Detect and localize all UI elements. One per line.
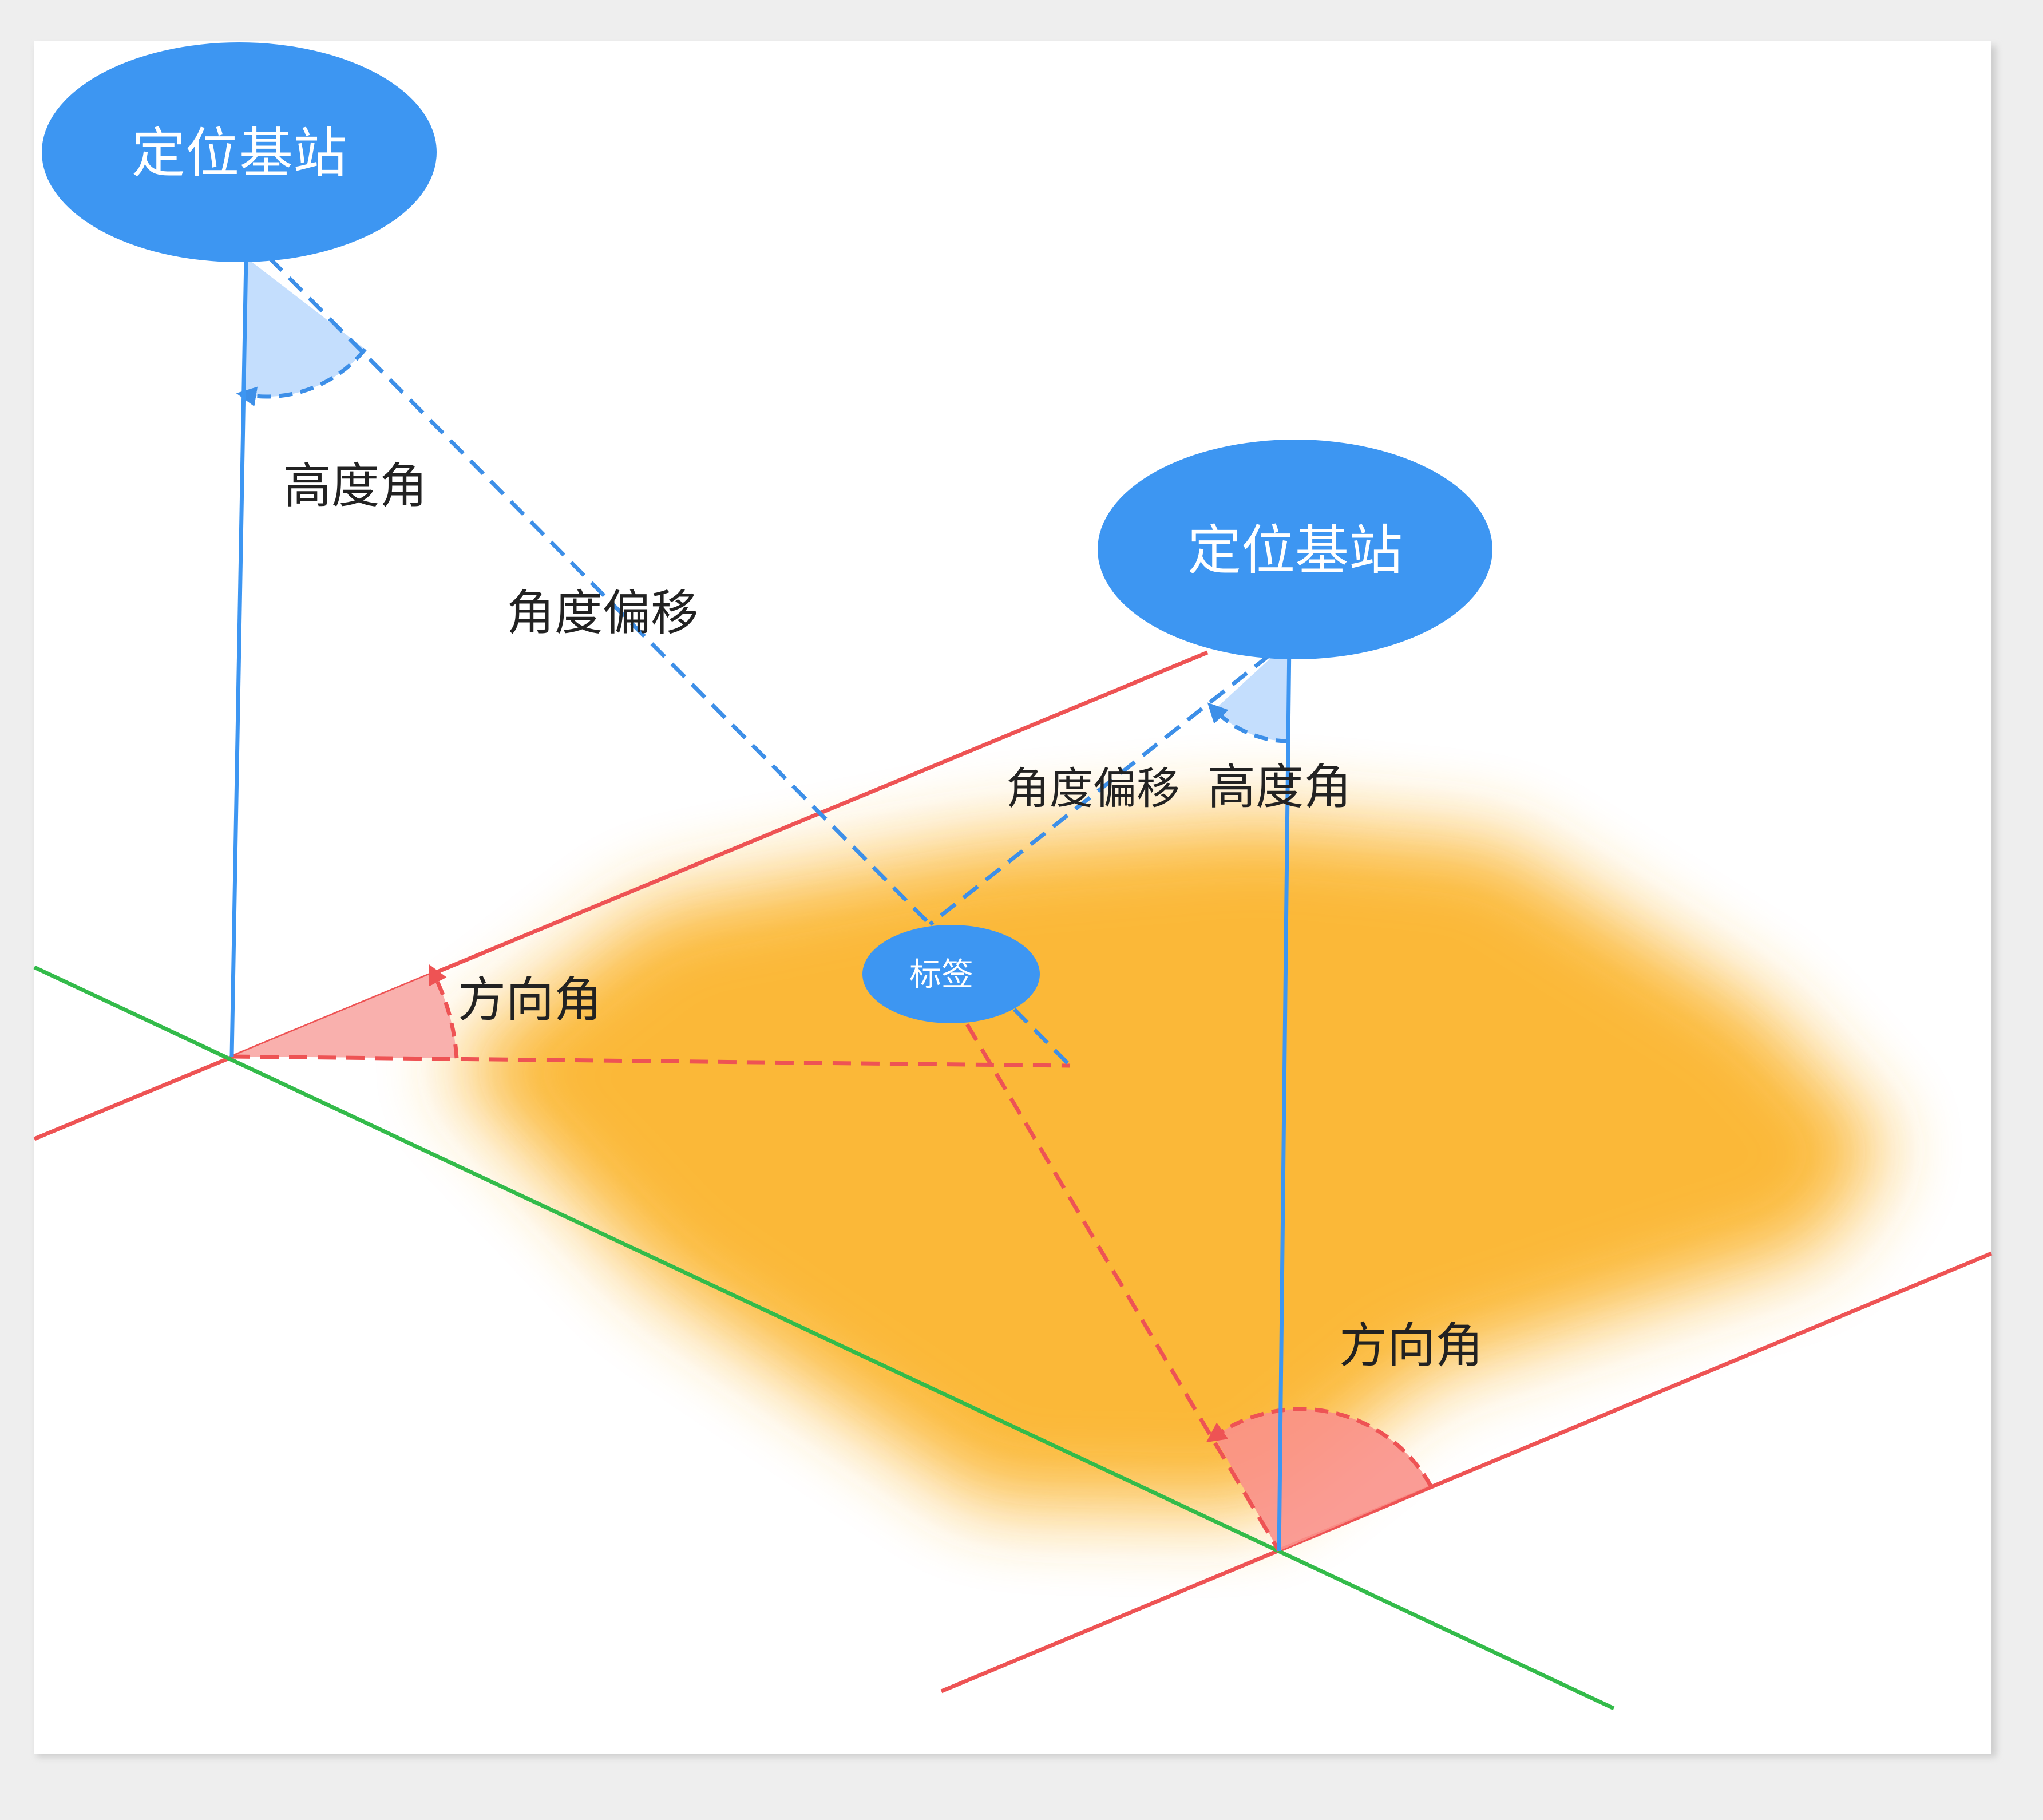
red-dashed-projection-b (965, 1023, 1281, 1552)
elevation-arc-b (1207, 702, 1290, 743)
elevation-wedge-a (246, 258, 365, 397)
azimuth-wedge-a (232, 973, 457, 1058)
station-node-b[interactable]: 定位基站 (1098, 440, 1492, 659)
azimuth-label-a: 方向角 (458, 972, 602, 1028)
offset-label-b: 角度偏移 (1006, 763, 1180, 814)
vertical-line-b (1277, 640, 1292, 1552)
coverage-area (446, 818, 1888, 1511)
station-ellipse-b (1098, 440, 1492, 659)
azimuth-label-b: 方向角 (1339, 1317, 1483, 1374)
tag-node[interactable]: 标签 (862, 925, 1040, 1023)
red-axis-line-b (940, 1251, 1993, 1694)
elevation-wedge-b (1214, 641, 1289, 742)
red-dashed-projection-a (231, 1054, 1071, 1068)
station-ellipse-a (42, 42, 437, 262)
elevation-arc-a (236, 347, 367, 407)
azimuth-wedge-b (1214, 1408, 1431, 1551)
station-label-b: 定位基站 (1187, 520, 1403, 582)
blue-dashed-ray-b (928, 654, 1271, 926)
green-axis-line (33, 965, 1615, 1711)
station-node-a[interactable]: 定位基站 (42, 42, 437, 262)
tag-label: 标签 (909, 956, 973, 994)
elevation-label-a: 高度角 (283, 458, 427, 514)
elevation-label-b: 高度角 (1207, 759, 1352, 815)
vertical-line-a (229, 257, 248, 1057)
azimuth-arc-a (429, 964, 459, 1059)
offset-label-a: 角度偏移 (506, 585, 699, 641)
tag-ellipse (862, 925, 1040, 1023)
station-label-a: 定位基站 (132, 122, 347, 185)
